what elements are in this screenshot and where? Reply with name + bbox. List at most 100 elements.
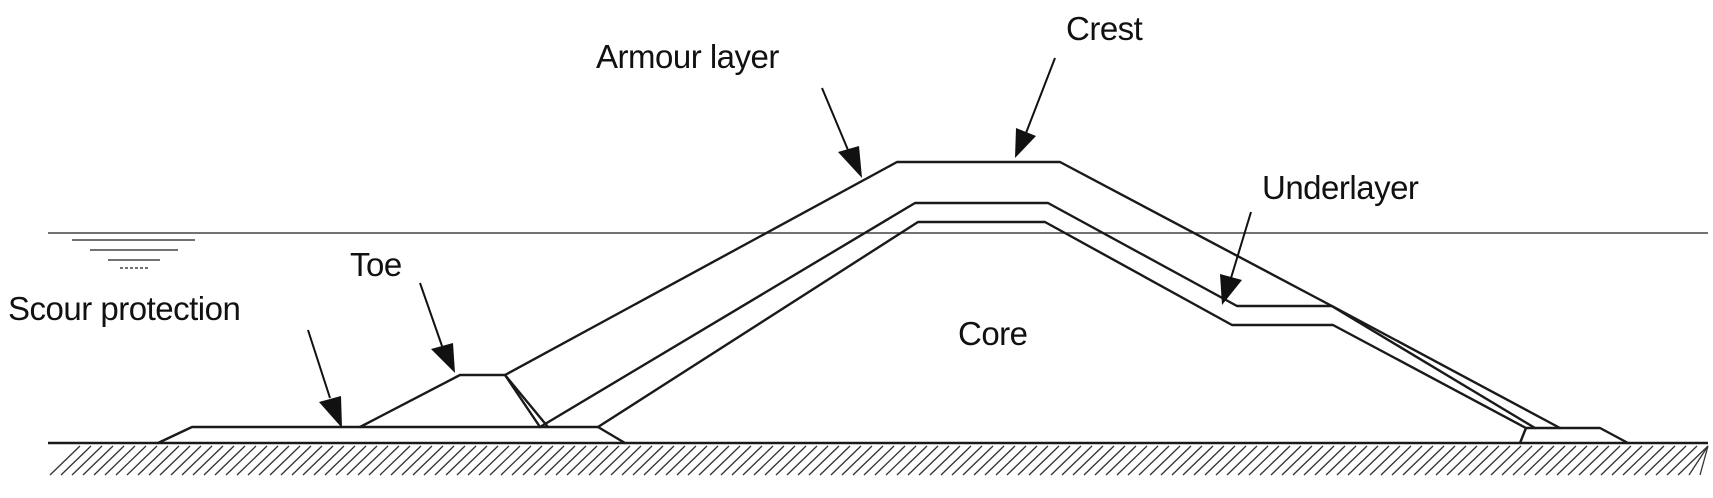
hatch-line: [423, 445, 455, 476]
hatch-line: [665, 445, 697, 476]
hatch-line: [1600, 445, 1632, 476]
hatch-line: [1237, 445, 1269, 476]
hatch-line: [1424, 445, 1456, 476]
hatch-line: [973, 445, 1005, 476]
hatch-line: [1655, 445, 1687, 476]
hatch-line: [1072, 445, 1104, 476]
toe-seam: [503, 373, 542, 429]
hatch-line: [852, 445, 884, 476]
hatch-line: [731, 445, 763, 476]
hatch-line: [874, 445, 906, 476]
hatch-line: [500, 445, 532, 476]
hatch-line: [676, 445, 708, 476]
hatch-line: [1138, 445, 1170, 476]
hatch-line: [863, 445, 895, 476]
hatch-line: [698, 445, 730, 476]
hatch-line: [1281, 445, 1313, 476]
hatch-line: [1160, 445, 1192, 476]
hatch-line: [1336, 445, 1368, 476]
hatch-line: [709, 445, 741, 476]
hatch-line: [1666, 445, 1698, 476]
hatch-line: [1479, 445, 1511, 476]
hatch-line: [302, 445, 334, 476]
hatch-line: [1204, 445, 1236, 476]
hatch-line: [467, 445, 499, 476]
hatch-line: [995, 445, 1027, 476]
hatch-line: [720, 445, 752, 476]
hatch-line: [445, 445, 477, 476]
hatch-line: [984, 445, 1016, 476]
label-core: Core: [958, 315, 1028, 352]
hatch-line: [1270, 445, 1302, 476]
scour-protection-left: [156, 425, 627, 445]
hatch-line: [1061, 445, 1093, 476]
hatch-line: [742, 445, 774, 476]
hatch-line: [1259, 445, 1291, 476]
hatch-line: [269, 445, 301, 476]
arrow-scour-protection: [307, 329, 342, 428]
label-crest: Crest: [1066, 10, 1143, 47]
hatch-line: [1699, 445, 1709, 476]
hatch-line: [1633, 445, 1665, 476]
seabed: [48, 441, 1709, 476]
water-level-symbol-icon: [72, 239, 195, 269]
hatch-line: [1611, 445, 1643, 476]
hatch-line: [797, 445, 829, 476]
hatch-line: [1677, 445, 1709, 476]
hatch-line: [907, 445, 939, 476]
hatch-line: [1644, 445, 1676, 476]
hatch-line: [1413, 445, 1445, 476]
hatch-line: [82, 445, 114, 476]
hatch-line: [1523, 445, 1555, 476]
hatch-line: [1083, 445, 1115, 476]
arrow-toe: [419, 282, 455, 373]
hatch-line: [1457, 445, 1489, 476]
label-toe: Toe: [350, 246, 402, 283]
hatch-line: [764, 445, 796, 476]
hatch-line: [71, 445, 103, 476]
hatch-line: [1435, 445, 1467, 476]
arrow-crest: [1015, 57, 1056, 158]
hatch-line: [1622, 445, 1654, 476]
hatch-line: [775, 445, 807, 476]
hatch-line: [1017, 445, 1049, 476]
hatch-line: [577, 445, 609, 476]
hatch-line: [1171, 445, 1203, 476]
hatch-line: [368, 445, 400, 476]
hatch-line: [1303, 445, 1335, 476]
hatch-line: [115, 445, 147, 476]
hatch-line: [929, 445, 961, 476]
hatch-line: [49, 445, 81, 476]
hatch-line: [1556, 445, 1588, 476]
hatch-line: [544, 445, 576, 476]
hatch-line: [1006, 445, 1038, 476]
hatch-line: [533, 445, 565, 476]
hatch-line: [291, 445, 323, 476]
hatch-line: [412, 445, 444, 476]
hatch-line: [280, 445, 312, 476]
hatch-line: [687, 445, 719, 476]
hatch-line: [753, 445, 785, 476]
hatch-line: [1567, 445, 1599, 476]
hatch-line: [1512, 445, 1544, 476]
armour-layer-outline: [503, 160, 1537, 430]
hatch-line: [1314, 445, 1346, 476]
hatch-line: [1534, 445, 1566, 476]
hatch-line: [181, 445, 213, 476]
hatch-line: [401, 445, 433, 476]
hatch-line: [159, 445, 191, 476]
hatch-line: [313, 445, 345, 476]
hatch-line: [489, 445, 521, 476]
toe-outline: [358, 373, 550, 429]
hatch-line: [1325, 445, 1357, 476]
hatch-line: [654, 445, 686, 476]
hatch-line: [1446, 445, 1478, 476]
hatch-line: [126, 445, 158, 476]
hatch-line: [1039, 445, 1071, 476]
hatch-line: [1589, 445, 1621, 476]
hatch-line: [1226, 445, 1258, 476]
hatch-line: [258, 445, 290, 476]
hatch-line: [1347, 445, 1379, 476]
hatch-line: [324, 445, 356, 476]
